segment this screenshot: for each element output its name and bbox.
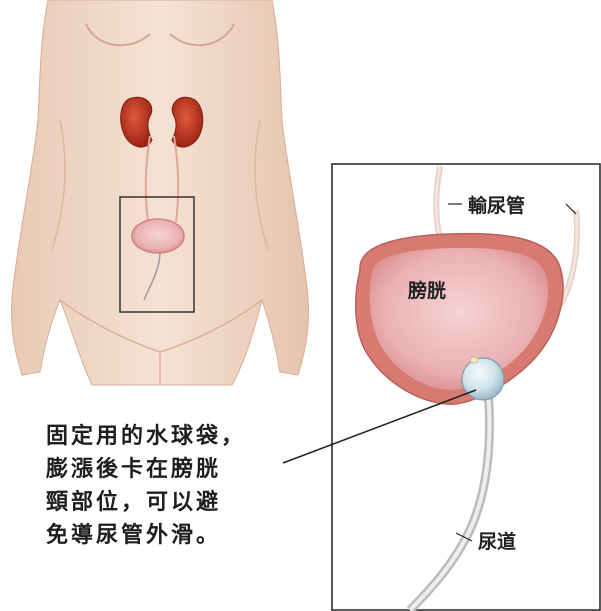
caption-line-1: 固定用的水球袋， — [46, 420, 306, 453]
inset-panel: 輸尿管 膀胱 尿道 — [332, 164, 600, 610]
bladder-label: 膀胱 — [407, 279, 446, 302]
body-silhouette — [12, 0, 309, 385]
caption-line-4: 免導尿管外滑。 — [46, 519, 306, 552]
caption-line-2: 膨漲後卡在膀胱 — [46, 453, 306, 486]
balloon-caption: 固定用的水球袋， 膨漲後卡在膀胱 頸部位，可以避 免導尿管外滑。 — [46, 420, 306, 552]
caption-line-3: 頸部位，可以避 — [46, 486, 306, 519]
ureter-label: 輸尿管 — [468, 194, 525, 217]
urethra-label: 尿道 — [478, 530, 516, 553]
